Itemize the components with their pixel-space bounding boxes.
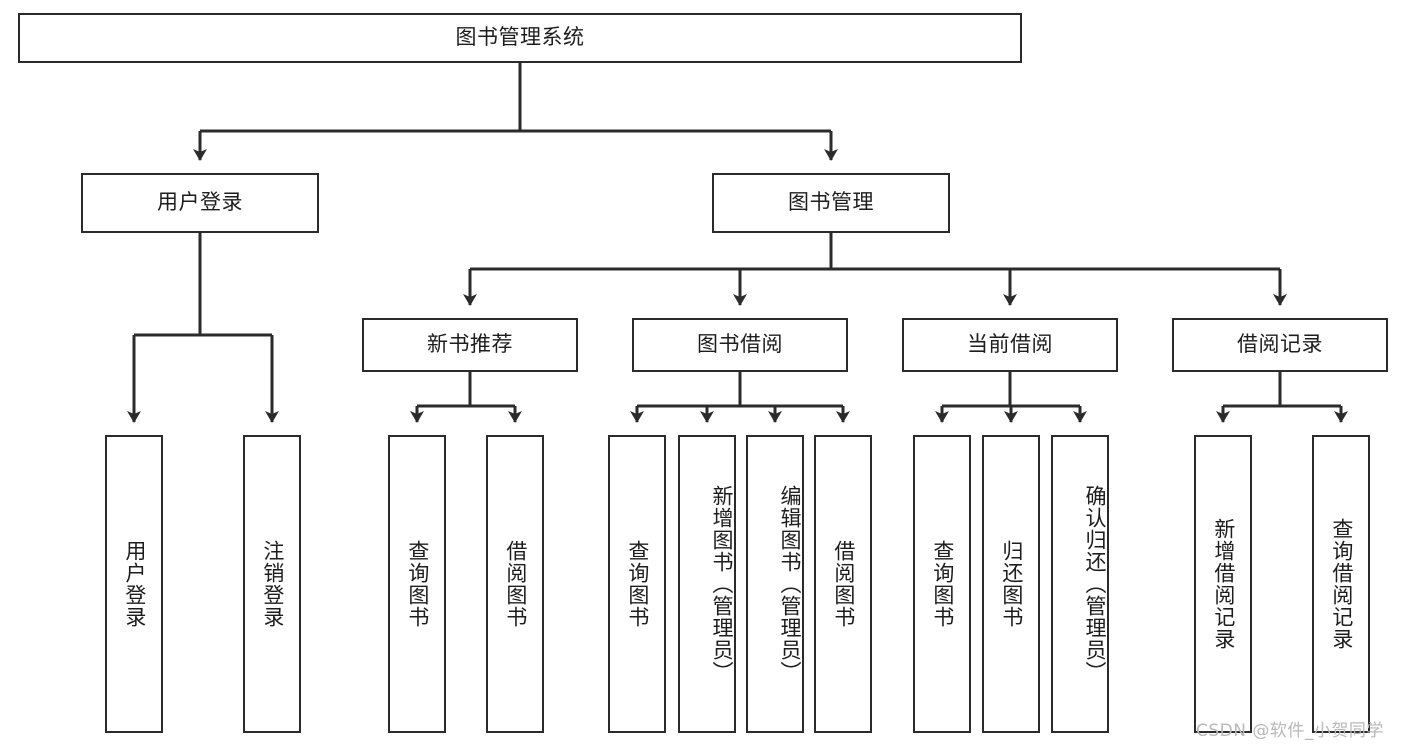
node-user-login-label: 用户登录 bbox=[157, 190, 243, 215]
node-book-management[interactable]: 图书管理 bbox=[712, 173, 950, 233]
node-root[interactable]: 图书管理系统 bbox=[18, 13, 1022, 63]
node-new-book-recommend-label: 新书推荐 bbox=[427, 332, 513, 357]
node-leaf-borrow-add-book-label: 新增图书（管理员） bbox=[710, 485, 734, 683]
node-leaf-borrow-query-book[interactable]: 查询图书 bbox=[608, 435, 666, 733]
node-borrow-record-label: 借阅记录 bbox=[1237, 332, 1323, 357]
node-leaf-current-return-book-label: 归还图书 bbox=[999, 540, 1024, 628]
node-borrow-record[interactable]: 借阅记录 bbox=[1172, 318, 1388, 372]
node-leaf-record-add[interactable]: 新增借阅记录 bbox=[1194, 435, 1252, 733]
node-leaf-recommend-query-book-label: 查询图书 bbox=[405, 540, 430, 628]
node-leaf-current-confirm-return-label: 确认归还（管理员） bbox=[1083, 485, 1107, 683]
node-current-borrow[interactable]: 当前借阅 bbox=[902, 318, 1118, 372]
node-book-borrow-label: 图书借阅 bbox=[697, 332, 783, 357]
node-new-book-recommend[interactable]: 新书推荐 bbox=[362, 318, 578, 372]
node-leaf-user-login[interactable]: 用户登录 bbox=[105, 435, 163, 733]
watermark: CSDN @软件_小贺同学 bbox=[1196, 721, 1384, 741]
node-leaf-user-logout[interactable]: 注销登录 bbox=[243, 435, 301, 733]
node-leaf-current-query-book-label: 查询图书 bbox=[930, 540, 955, 628]
node-leaf-borrow-lend-book-label: 借阅图书 bbox=[831, 540, 856, 628]
node-leaf-recommend-borrow-book[interactable]: 借阅图书 bbox=[486, 435, 544, 733]
node-leaf-borrow-edit-book[interactable]: 编辑图书（管理员） bbox=[746, 435, 804, 733]
node-leaf-current-confirm-return[interactable]: 确认归还（管理员） bbox=[1051, 435, 1109, 733]
node-book-management-label: 图书管理 bbox=[788, 190, 874, 215]
node-book-borrow[interactable]: 图书借阅 bbox=[632, 318, 848, 372]
node-user-login[interactable]: 用户登录 bbox=[81, 173, 319, 233]
node-leaf-current-query-book[interactable]: 查询图书 bbox=[913, 435, 971, 733]
node-leaf-record-add-label: 新增借阅记录 bbox=[1211, 518, 1236, 650]
node-root-label: 图书管理系统 bbox=[455, 25, 585, 50]
node-leaf-recommend-query-book[interactable]: 查询图书 bbox=[388, 435, 446, 733]
node-leaf-borrow-edit-book-label: 编辑图书（管理员） bbox=[778, 485, 802, 683]
node-current-borrow-label: 当前借阅 bbox=[967, 332, 1053, 357]
node-leaf-current-return-book[interactable]: 归还图书 bbox=[982, 435, 1040, 733]
node-leaf-user-login-label: 用户登录 bbox=[122, 540, 147, 628]
node-leaf-record-query-label: 查询借阅记录 bbox=[1329, 518, 1354, 650]
node-leaf-borrow-query-book-label: 查询图书 bbox=[625, 540, 650, 628]
node-leaf-borrow-lend-book[interactable]: 借阅图书 bbox=[814, 435, 872, 733]
node-leaf-user-logout-label: 注销登录 bbox=[260, 540, 285, 628]
node-leaf-borrow-add-book[interactable]: 新增图书（管理员） bbox=[678, 435, 736, 733]
node-leaf-record-query[interactable]: 查询借阅记录 bbox=[1312, 435, 1370, 733]
node-leaf-recommend-borrow-book-label: 借阅图书 bbox=[503, 540, 528, 628]
